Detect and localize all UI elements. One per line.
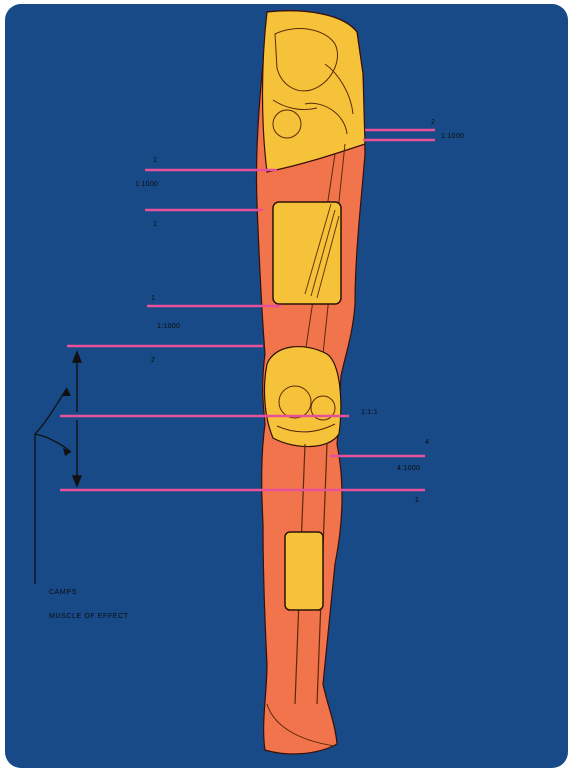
label-knee-mid-value: 1:1:1: [361, 409, 378, 416]
pelvis-region: [263, 11, 366, 172]
leg-diagram: 2 1:1000 1 1:1000 1 1 1:1000 2 1:1:1 4 4…: [5, 4, 568, 768]
label-shin-number: 4: [425, 439, 429, 446]
label-knee-top-number: 2: [151, 357, 155, 364]
annotation-line-1: CAMPS: [49, 589, 77, 596]
label-shin-value: 4:1000: [397, 465, 420, 472]
label-mid-thigh-value: 1:1000: [157, 323, 180, 330]
diagram-panel: 2 1:1000 1 1:1000 1 1 1:1000 2 1:1:1 4 4…: [5, 4, 568, 768]
label-hip-right-value: 1:1000: [441, 133, 464, 140]
label-upper-thigh-value: 1:1000: [135, 181, 158, 188]
label-hip-right-number: 2: [431, 119, 435, 126]
label-mid-thigh-number: 1: [151, 295, 155, 302]
label-upper-thigh-lower-mark: 1: [153, 221, 157, 228]
annotation-line-2: MUSCLE OF EFFECT: [49, 613, 129, 620]
label-upper-thigh-number: 1: [153, 157, 157, 164]
label-shin-lower-mark: 1: [415, 497, 419, 504]
shin-patch: [285, 532, 323, 610]
